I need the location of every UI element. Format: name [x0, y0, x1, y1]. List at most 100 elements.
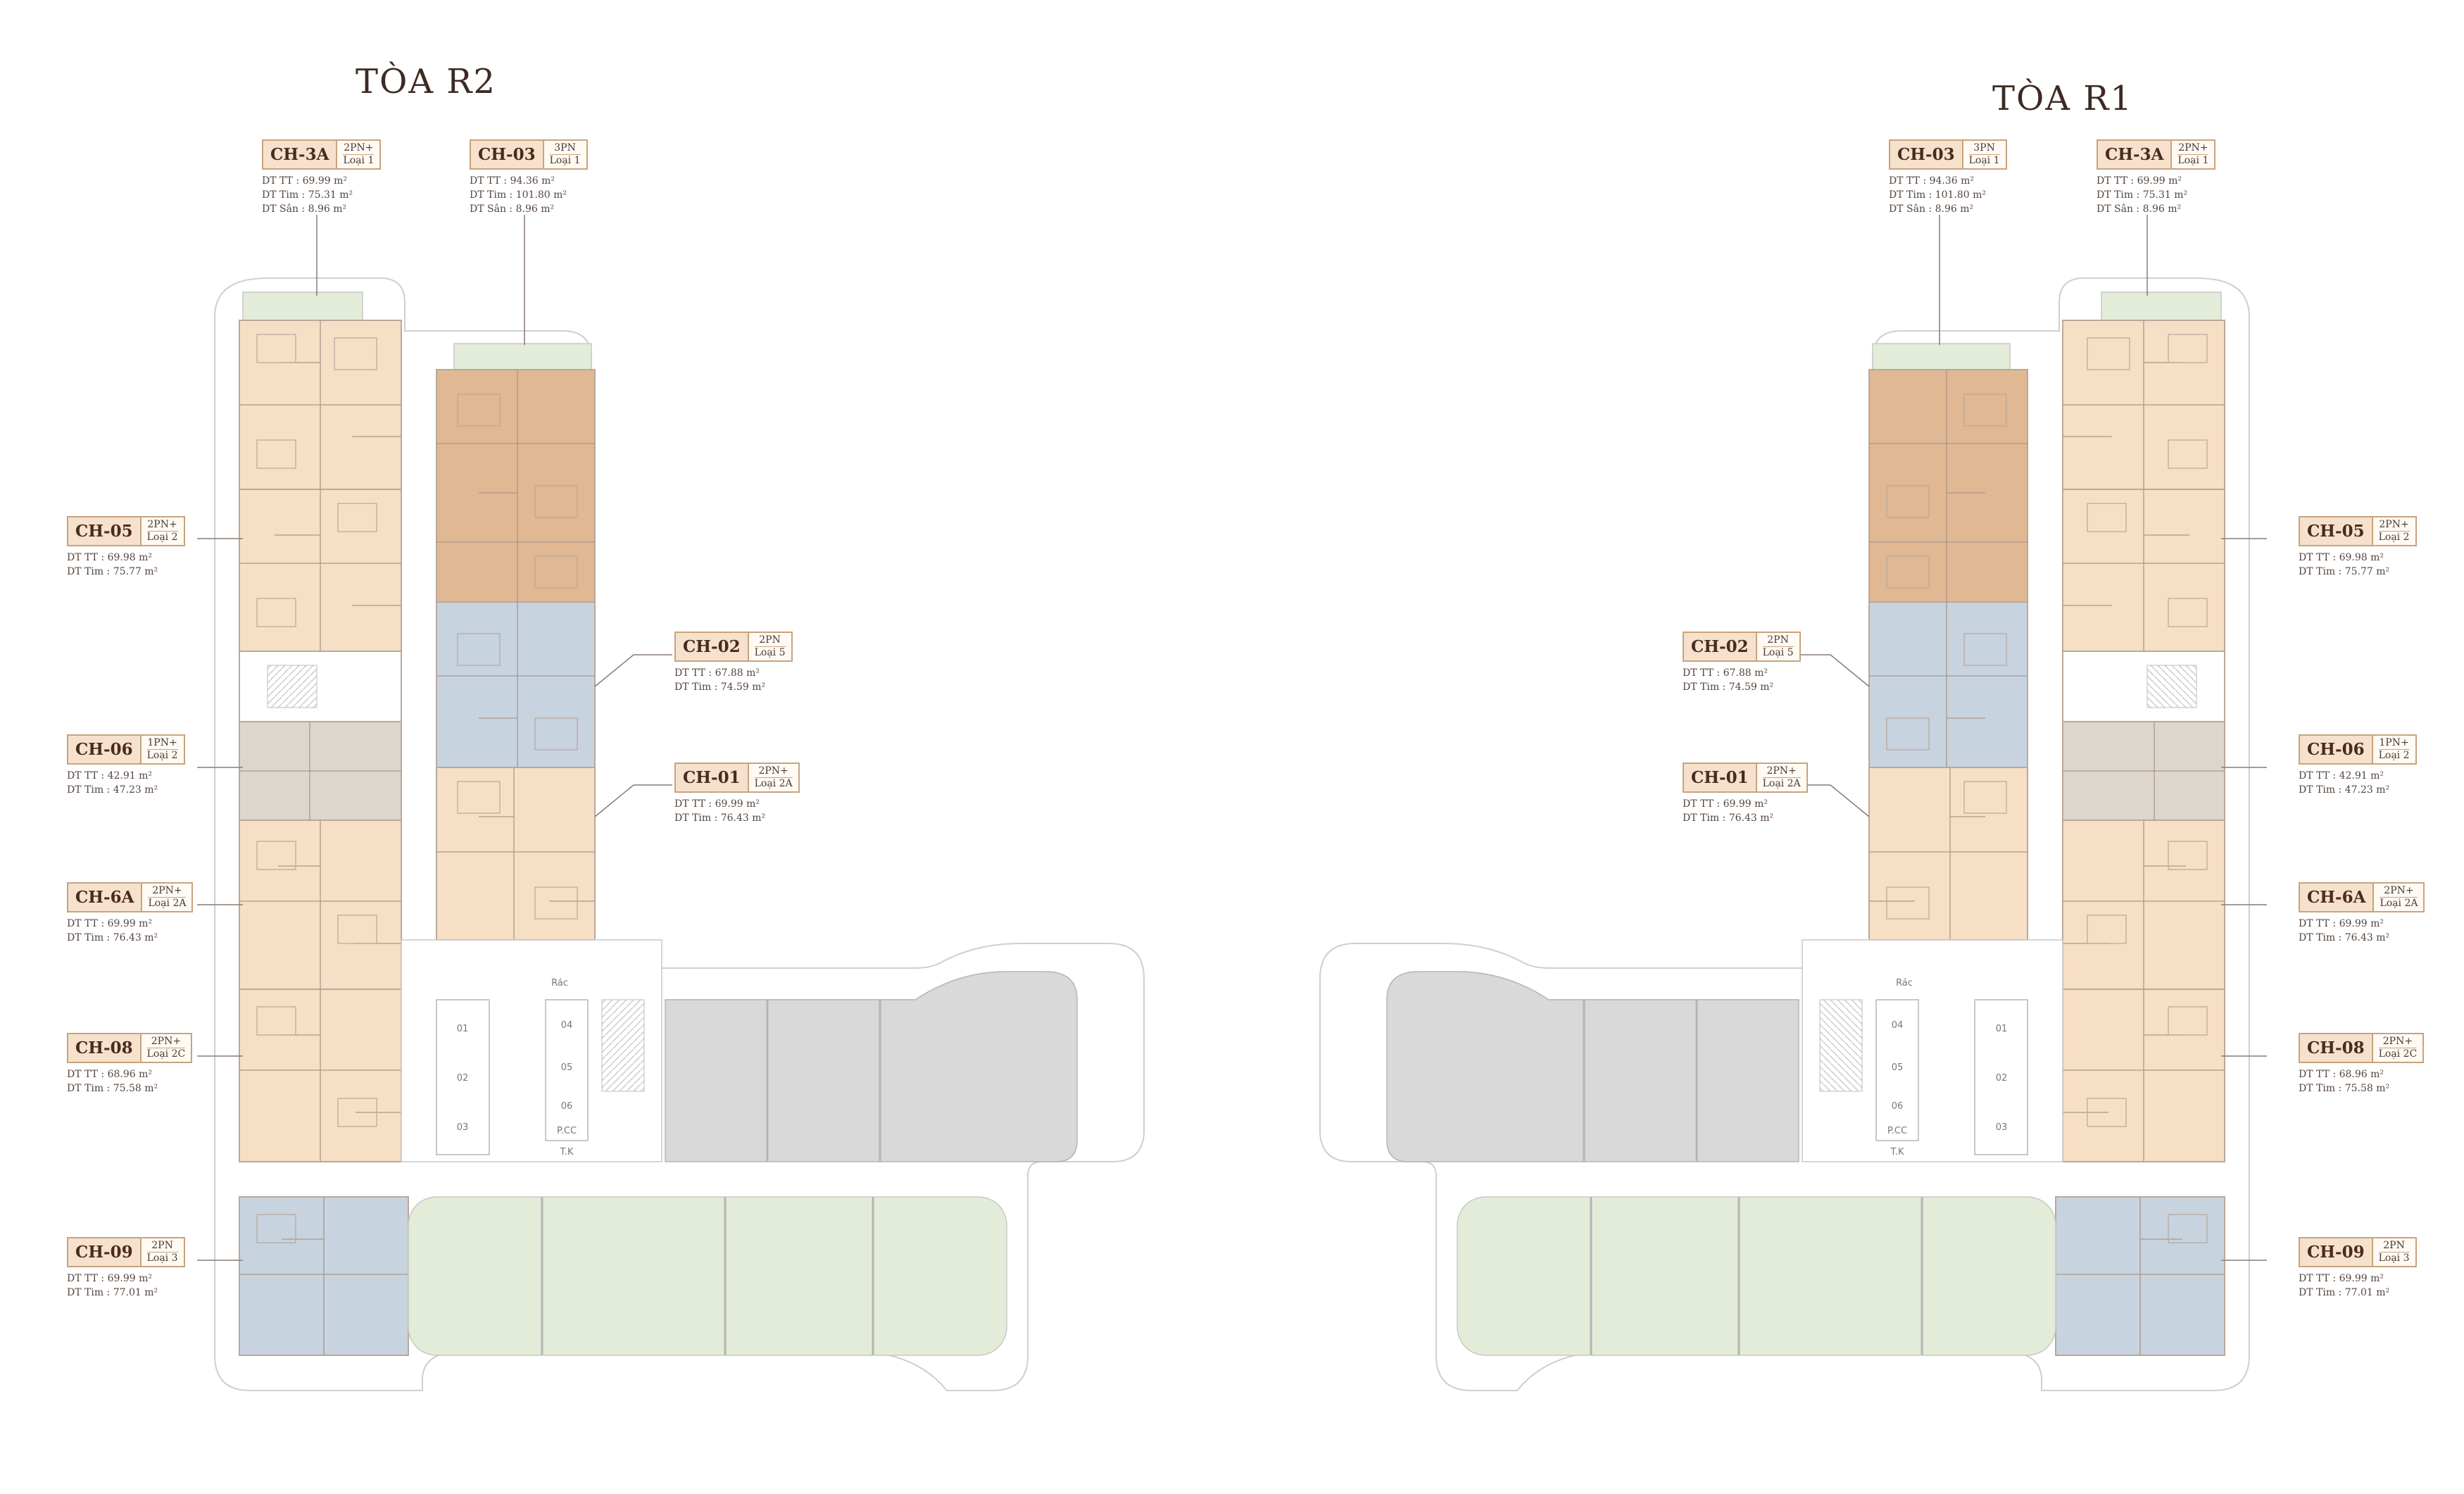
unit-type: Loại 2C [2378, 1048, 2418, 1060]
area-line: DT Sân : 8.96 m² [470, 203, 555, 215]
area-line: DT Tim : 101.80 m² [470, 189, 567, 201]
unit-beds: 2PN+ [344, 142, 374, 153]
unit-ch02 [436, 601, 596, 768]
unit-code: CH-03 [1890, 141, 1963, 168]
area-line: DT TT : 42.91 m² [67, 770, 152, 781]
area-line: DT TT : 69.99 m² [2299, 1273, 2384, 1284]
interior-walls [1869, 320, 2225, 1355]
lift-label: 05 [1892, 1062, 1904, 1073]
lift-label: 02 [1996, 1073, 2008, 1084]
area-line: DT TT : 69.99 m² [262, 175, 347, 187]
area-line: DT Sân : 8.96 m² [2097, 203, 2182, 215]
lift-label: 03 [1996, 1122, 2008, 1133]
unit-type: Loại 2A [1762, 777, 1801, 789]
unit-beds: 3PN [554, 142, 576, 153]
unit-code: CH-02 [676, 633, 749, 660]
area-line: DT TT : 67.88 m² [674, 667, 760, 679]
stair-hatch [1819, 999, 1863, 1092]
balcony-green [1872, 343, 2011, 374]
area-line: DT TT : 42.91 m² [2299, 770, 2384, 781]
building-r1-plan [1319, 215, 2267, 1391]
area-line: DT Tim : 74.59 m² [674, 682, 766, 693]
furniture [256, 334, 578, 1243]
building-r2-plan: 01 02 03 04 05 06 P.CC T.K Rác [197, 215, 1145, 1391]
unit-type: Loại 2C [146, 1048, 186, 1060]
area-line: DT TT : 69.99 m² [67, 1273, 152, 1284]
area-line: DT TT : 69.98 m² [2299, 552, 2384, 563]
unit-type: Loại 2 [146, 531, 178, 543]
unit-type: Loại 2 [146, 749, 178, 761]
stair-hatch [267, 665, 318, 708]
unit-code: CH-06 [68, 736, 142, 763]
area-line: DT Tim : 75.77 m² [2299, 566, 2390, 577]
unit-code: CH-08 [68, 1034, 142, 1062]
unit-ch01 [436, 767, 596, 941]
stair-hatch [601, 999, 645, 1092]
area-line: DT Tim : 77.01 m² [2299, 1287, 2390, 1298]
room-label-pcc: P.CC [1887, 1126, 1907, 1136]
lift-box [1974, 999, 2028, 1155]
area-line: DT TT : 69.99 m² [2299, 918, 2384, 929]
area-line: DT Tim : 101.80 m² [1889, 189, 1987, 201]
balcony-green [453, 343, 592, 374]
area-line: DT TT : 94.36 m² [1889, 175, 1974, 187]
unit-type: Loại 2A [754, 777, 793, 789]
unit-ch02 [1868, 601, 2028, 768]
balcony-green [2101, 291, 2222, 322]
unit-code: CH-03 [471, 141, 544, 168]
unit-beds: 2PN+ [2384, 885, 2414, 896]
lift-label: 03 [457, 1122, 469, 1133]
unit-code: CH-05 [2300, 517, 2373, 545]
room-label-rac: Rác [1896, 978, 1913, 988]
unit-code: CH-3A [263, 141, 338, 168]
furniture [1886, 334, 2208, 1243]
unit-code: CH-6A [2300, 884, 2375, 911]
area-line: DT Tim : 75.58 m² [67, 1083, 158, 1094]
unit-type: Loại 5 [1762, 646, 1794, 658]
podium-green [408, 1196, 1007, 1356]
unit-code: CH-01 [676, 764, 749, 791]
area-line: DT TT : 69.99 m² [2097, 175, 2182, 187]
balcony-green [242, 291, 363, 322]
area-line: DT TT : 69.99 m² [1683, 798, 1768, 810]
unit-code: CH-02 [1684, 633, 1757, 660]
unit-beds: 2PN+ [151, 1036, 182, 1047]
unit-beds: 1PN+ [2379, 737, 2409, 748]
room-label-rac: Rác [551, 978, 568, 988]
room-label-pcc: P.CC [557, 1126, 577, 1136]
lift-label: 02 [457, 1073, 469, 1084]
area-line: DT TT : 68.96 m² [2299, 1069, 2384, 1080]
unit-type: Loại 3 [146, 1252, 178, 1264]
unit-type: Loại 3 [2378, 1252, 2410, 1264]
area-line: DT Tim : 75.77 m² [67, 566, 158, 577]
unit-code: CH-06 [2300, 736, 2373, 763]
unit-beds: 2PN+ [2379, 519, 2409, 530]
unit-code: CH-09 [2300, 1238, 2373, 1266]
unit-type: Loại 5 [754, 646, 786, 658]
area-line: DT Tim : 77.01 m² [67, 1287, 158, 1298]
area-line: DT Tim : 74.59 m² [1683, 682, 1774, 693]
unit-code: CH-09 [68, 1238, 142, 1266]
columns [1583, 1000, 1923, 1355]
unit-type: Loại 1 [1968, 154, 2000, 166]
unit-ch01 [1868, 767, 2028, 941]
unit-type: Loại 2 [2378, 749, 2410, 761]
lift-label: 01 [1996, 1024, 2008, 1034]
unit-beds: 2PN+ [758, 765, 788, 777]
building-title-r2: TÒA R2 [356, 62, 496, 101]
